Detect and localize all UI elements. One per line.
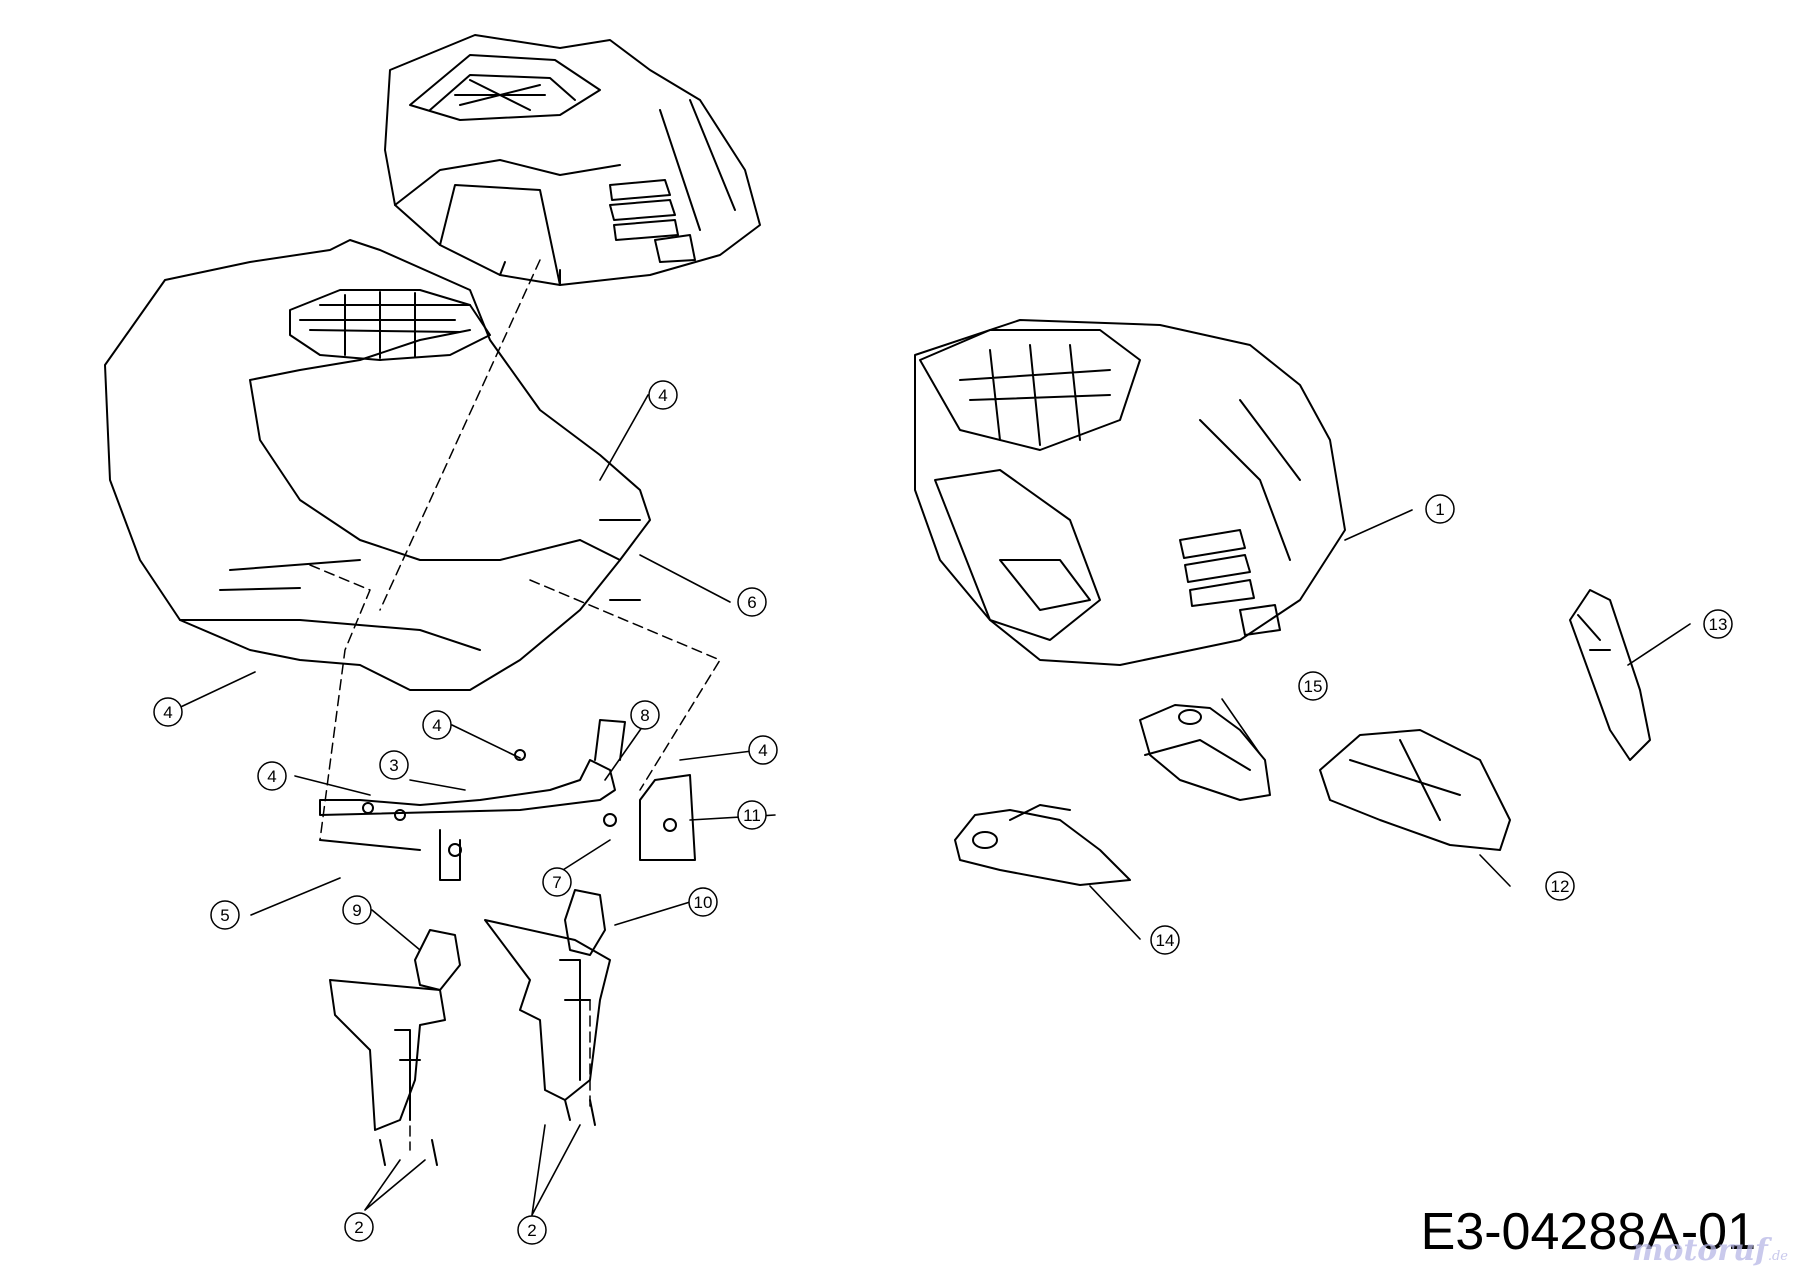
svg-text:4: 4	[432, 716, 441, 735]
svg-text:11: 11	[743, 806, 761, 825]
callout-5: 5	[210, 900, 240, 930]
left-hinge-bracket-part	[329, 929, 461, 1166]
callout-4: 4	[422, 710, 452, 740]
svg-text:3: 3	[389, 756, 398, 775]
callout-8: 8	[630, 700, 660, 730]
svg-text:4: 4	[758, 741, 767, 760]
watermark-logo: motoruf.de	[1632, 1233, 1788, 1268]
watermark-brand: motoruf	[1631, 1233, 1768, 1268]
callout-14: 14	[1150, 925, 1180, 955]
svg-text:13: 13	[1709, 615, 1728, 634]
svg-text:4: 4	[267, 767, 276, 786]
svg-text:9: 9	[352, 901, 361, 920]
assembled-hood-part	[914, 319, 1346, 666]
callout-15: 15	[1298, 671, 1328, 701]
top-hood-part	[384, 34, 761, 286]
svg-text:12: 12	[1551, 877, 1570, 896]
callout-7: 7	[542, 867, 572, 897]
svg-text:14: 14	[1156, 931, 1175, 950]
callout-13: 13	[1703, 609, 1733, 639]
cover-part-14	[954, 804, 1131, 886]
callout-4: 4	[748, 735, 778, 765]
callout-10: 10	[688, 887, 718, 917]
drawing-code: E3-04288A-01	[1420, 1203, 1756, 1261]
lower-hood-part	[104, 239, 651, 691]
watermark-suffix: .de	[1767, 1249, 1788, 1264]
callout-1: 1	[1425, 494, 1455, 524]
svg-text:7: 7	[552, 873, 561, 892]
svg-text:2: 2	[527, 1221, 536, 1240]
callout-3: 3	[379, 750, 409, 780]
right-hinge-bracket-part	[484, 889, 611, 1126]
svg-text:6: 6	[747, 593, 756, 612]
alignment-lines	[309, 259, 721, 1151]
leader-lines	[169, 394, 1691, 1216]
callout-4: 4	[648, 380, 678, 410]
svg-text:4: 4	[658, 386, 667, 405]
svg-text:8: 8	[640, 706, 649, 725]
callout-2: 2	[517, 1215, 547, 1245]
callout-11: 11	[737, 800, 767, 830]
cover-part-13	[1569, 589, 1651, 761]
svg-text:10: 10	[694, 893, 713, 912]
svg-text:1: 1	[1435, 500, 1444, 519]
callout-9: 9	[342, 895, 372, 925]
callouts: 1 2 2 3 4 4 4 4 4 5 6 7 8 9 10 11 12 13 …	[153, 380, 1733, 1245]
callout-2: 2	[344, 1212, 374, 1242]
callout-4: 4	[153, 697, 183, 727]
callout-12: 12	[1545, 871, 1575, 901]
mounting-bracket-part	[319, 719, 696, 881]
svg-text:4: 4	[163, 703, 172, 722]
callout-6: 6	[737, 587, 767, 617]
svg-text:2: 2	[354, 1218, 363, 1237]
svg-text:5: 5	[220, 906, 229, 925]
svg-text:15: 15	[1304, 677, 1323, 696]
callout-4: 4	[257, 761, 287, 791]
cover-part-12	[1319, 729, 1511, 851]
cover-part-15	[1139, 704, 1271, 801]
